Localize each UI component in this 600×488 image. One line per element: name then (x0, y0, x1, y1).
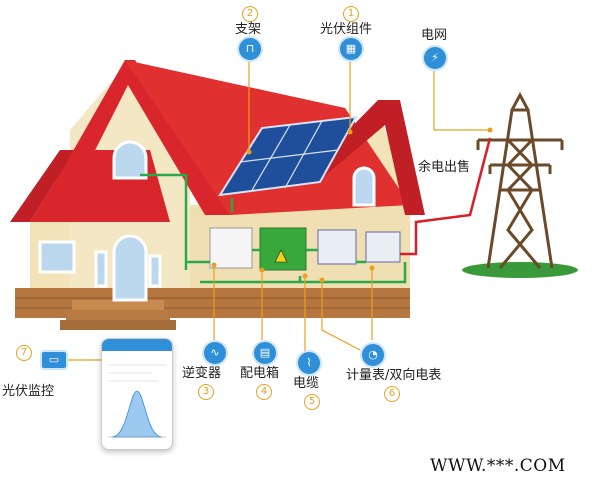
meter-unit-1 (317, 229, 357, 265)
grid-tower-icon: ⚡ (422, 45, 448, 71)
label-monitoring: 光伏监控 (2, 384, 55, 399)
solar-panel-icon: ▦ (338, 36, 364, 62)
label-cable: 电缆 (293, 376, 320, 391)
sine-wave-icon: ∿ (202, 340, 228, 366)
phone-header-bar (102, 339, 172, 351)
monitor-phone-icon: ▭ (40, 350, 68, 370)
front-steps (60, 300, 176, 330)
number-badge-inverter: 3 (198, 384, 214, 400)
label-distribution-box: 配电箱 (240, 366, 280, 381)
number-badge-pv-module: 1 (343, 6, 359, 22)
breaker-box-icon: ▤ (252, 340, 278, 366)
label-meter: 计量表/双向电表 (346, 368, 442, 383)
label-grid: 电网 (421, 28, 448, 43)
red-export-line (400, 137, 492, 256)
cable-icon: ⌇ (296, 350, 322, 376)
number-badge-meter: 6 (384, 386, 400, 402)
phone-chart (108, 364, 166, 438)
meter-unit-2 (365, 231, 401, 263)
green-flow-lines (140, 173, 407, 284)
bracket-icon: ⊓ (237, 36, 263, 62)
right-roof-edge (300, 100, 425, 215)
number-badge-distribution-box: 4 (256, 384, 272, 400)
label-inverter: 逆变器 (182, 366, 222, 381)
warning-sign (274, 249, 288, 263)
label-pv-module: 光伏组件 (320, 22, 373, 37)
leader-lines (66, 60, 490, 361)
windows (38, 140, 376, 302)
leader-dots (211, 127, 493, 283)
number-badge-bracket: 2 (242, 6, 258, 22)
number-badge-cable: 5 (304, 394, 320, 410)
meter-icon: ◔ (360, 342, 386, 368)
inverter-unit (209, 227, 253, 269)
distribution-box-unit (259, 227, 307, 271)
left-roof-edge (10, 150, 75, 222)
label-bracket: 支架 (235, 22, 262, 37)
monitoring-phone (101, 338, 173, 450)
transmission-tower (476, 91, 564, 269)
watermark: WWW.***.COM (430, 456, 566, 476)
number-badge-monitoring: 7 (16, 345, 32, 361)
grass-patch (462, 262, 578, 278)
label-surplus: 余电出售 (418, 160, 471, 175)
